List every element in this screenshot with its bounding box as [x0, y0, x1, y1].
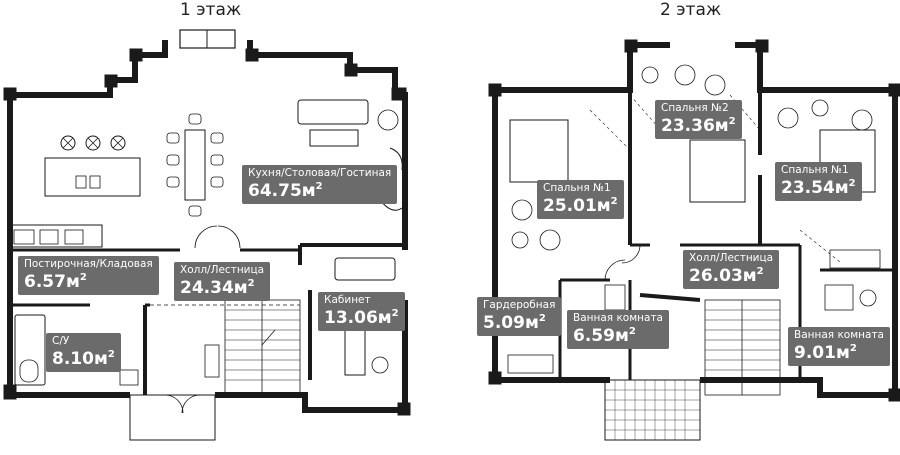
room-label-bedroom-1-right: Спальня №1 23.54м2 [775, 162, 862, 201]
room-name: Ванная комната [573, 312, 663, 324]
room-name: Спальня №1 [543, 182, 611, 194]
room-name: Кухня/Столовая/Гостиная [248, 167, 392, 179]
room-area: 24.34м2 [180, 277, 255, 298]
room-label-bedroom-2: Спальня №2 23.36м2 [655, 100, 742, 139]
room-area: 6.57м2 [24, 271, 87, 292]
room-name: Холл/Лестница [180, 264, 265, 276]
room-label-wardrobe: Гардеробная 5.09м2 [477, 297, 562, 336]
floor-1-plan [3, 29, 411, 441]
room-area: 5.09м2 [483, 312, 546, 333]
room-name: Гардеробная [483, 299, 556, 311]
room-area: 8.10м2 [52, 348, 115, 369]
room-area: 64.75м2 [248, 180, 323, 201]
room-name: Ванная комната [794, 329, 884, 341]
room-area: 25.01м2 [543, 195, 618, 216]
room-name: Спальня №1 [781, 164, 849, 176]
room-area: 9.01м2 [794, 342, 857, 363]
room-area: 23.36м2 [661, 115, 736, 136]
room-area: 13.06м2 [324, 307, 399, 328]
room-label-kitchen: Кухня/Столовая/Гостиная 64.75м2 [242, 165, 398, 204]
room-label-laundry: Постирочная/Кладовая 6.57м2 [18, 256, 159, 295]
room-area: 6.59м2 [573, 325, 636, 346]
room-area: 23.54м2 [781, 177, 856, 198]
room-label-bedroom-1-left: Спальня №1 25.01м2 [537, 180, 624, 219]
room-label-hall-1: Холл/Лестница 24.34м2 [174, 262, 271, 301]
room-name: Холл/Лестница [689, 252, 774, 264]
room-label-bathroom-left: Ванная комната 6.59м2 [567, 310, 669, 349]
room-area: 26.03м2 [689, 265, 764, 286]
room-label-bathroom-right: Ванная комната 9.01м2 [788, 327, 890, 366]
room-label-hall-2: Холл/Лестница 26.03м2 [683, 250, 780, 289]
room-name: Спальня №2 [661, 102, 729, 114]
floor-1-title: 1 этаж [180, 0, 242, 20]
room-name: Постирочная/Кладовая [24, 258, 153, 270]
room-name: С/У [52, 335, 70, 347]
room-name: Кабинет [324, 294, 371, 306]
floor-2-title: 2 этаж [660, 0, 722, 20]
room-label-wc: С/У 8.10м2 [46, 333, 121, 372]
room-label-office: Кабинет 13.06м2 [318, 292, 405, 331]
